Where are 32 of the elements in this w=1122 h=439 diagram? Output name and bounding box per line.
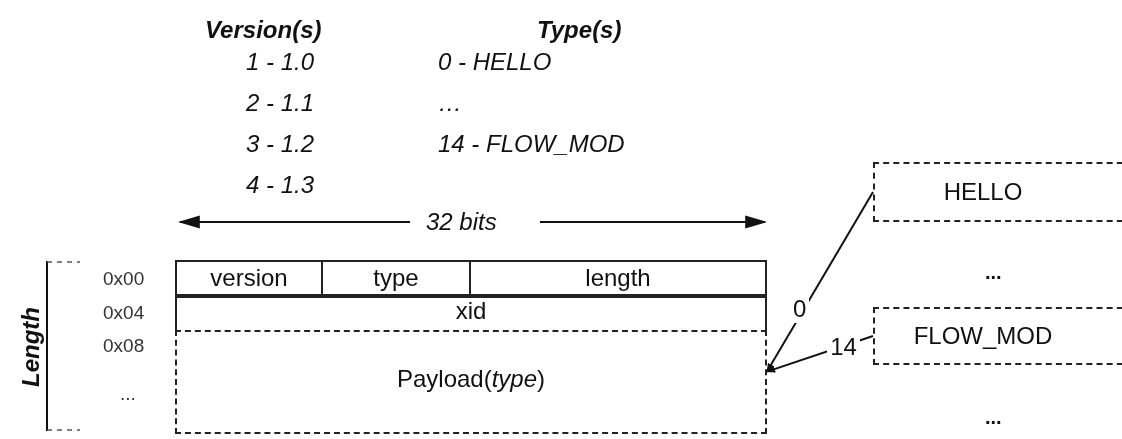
offset-label: 0x08 xyxy=(103,334,145,358)
arrow xyxy=(766,191,874,373)
ellipsis: ... xyxy=(985,260,1002,285)
offset-label: 0x04 xyxy=(103,301,145,325)
type-value: 14 - FLOW_MOD xyxy=(438,130,625,158)
field-label: length xyxy=(585,264,651,292)
header-field xyxy=(175,296,767,330)
field-label: FLOW_MOD xyxy=(913,322,1053,350)
offset-label: 0x00 xyxy=(103,267,145,291)
header-field xyxy=(471,260,767,296)
offset-label: ... xyxy=(120,382,136,406)
field-label: xid xyxy=(455,298,487,324)
column-heading: Version(s) xyxy=(205,16,322,44)
version-value: 4 - 1.3 xyxy=(246,171,315,199)
version-value: 1 - 1.0 xyxy=(246,48,315,76)
column-heading: Type(s) xyxy=(537,16,622,44)
message-box xyxy=(873,162,1122,222)
ellipsis: ... xyxy=(985,405,1002,430)
field-label: type xyxy=(373,264,419,292)
axis-label: Length xyxy=(17,307,45,387)
field-label: version xyxy=(210,264,288,292)
version-value: 3 - 1.2 xyxy=(246,130,315,158)
version-value: 2 - 1.1 xyxy=(246,89,315,117)
header-field xyxy=(175,260,323,296)
payload-box xyxy=(175,330,767,434)
dimension-label: 32 bits xyxy=(426,208,497,236)
header-field xyxy=(323,260,471,296)
field-label: HELLO xyxy=(943,178,1023,206)
type-value: 0 - HELLO xyxy=(438,48,552,76)
message-box xyxy=(873,307,1122,365)
field-label: Payload(type) xyxy=(396,365,546,393)
type-value: … xyxy=(438,89,462,117)
